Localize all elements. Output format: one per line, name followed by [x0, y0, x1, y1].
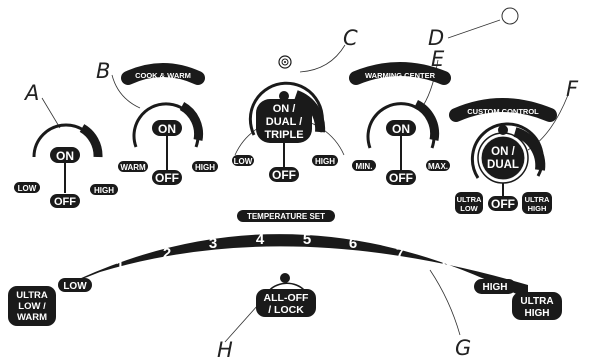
lock-line1: ALL-OFF: [264, 292, 309, 304]
temperature-number-4: 4: [256, 231, 265, 248]
callout-f: F: [566, 77, 579, 101]
knob-f-ultra-low-line1: ULTRA: [457, 195, 482, 204]
ultra-high-button[interactable]: ULTRA HIGH: [512, 292, 562, 320]
knob-e-on-label: ON: [392, 122, 410, 136]
temperature-number-7: 7: [396, 245, 404, 262]
knob-c-off-label: OFF: [272, 168, 296, 182]
callouts: [41, 19, 569, 343]
knob-c-on-line1: ON /: [273, 103, 296, 115]
knob-f-off-label: OFF: [491, 197, 515, 211]
temperature-number-8: 8: [442, 258, 450, 275]
temperature-number-5: 5: [303, 231, 311, 248]
knob-e[interactable]: WARMING CENTER ON OFF MIN. MAX.: [349, 62, 451, 185]
temperature-high-label: HIGH: [483, 282, 508, 293]
knob-f-title: CUSTOM CONTROL: [467, 107, 539, 116]
callout-a: A: [23, 81, 39, 105]
ultra-low-warm-button[interactable]: ULTRA LOW / WARM: [8, 286, 56, 326]
knob-b-on-label: ON: [158, 122, 176, 136]
lock-indicator-light: [280, 273, 290, 283]
lock-line2: / LOCK: [268, 304, 304, 316]
callout-h: H: [217, 338, 233, 362]
knob-e-off-label: OFF: [389, 171, 413, 185]
callout-g: G: [455, 336, 471, 360]
indicator-light-d: [501, 7, 519, 25]
temperature-number-3: 3: [209, 235, 217, 252]
knob-f-ultra-high-line2: HIGH: [528, 204, 547, 213]
knob-f-ultra-low-line2: LOW: [460, 204, 478, 213]
knob-a-wedge: [79, 124, 103, 158]
knob-a-high-label: HIGH: [94, 186, 114, 195]
knob-e-title: WARMING CENTER: [365, 71, 436, 80]
knob-f-on-line2: DUAL: [487, 159, 519, 171]
all-off-lock-button[interactable]: ALL-OFF / LOCK: [256, 273, 316, 317]
temperature-set-title: TEMPERATURE SET: [247, 212, 325, 221]
callout-b: B: [96, 59, 110, 83]
knob-f-ultra-high-line1: ULTRA: [525, 195, 550, 204]
knob-c-on-line2: DUAL /: [266, 116, 302, 128]
knob-c-on-line3: TRIPLE: [264, 129, 303, 141]
temperature-low-label: LOW: [63, 281, 87, 292]
temperature-ramp: [62, 234, 528, 300]
knob-a[interactable]: ON OFF LOW HIGH: [14, 123, 118, 208]
knob-a-on-label: ON: [56, 149, 74, 163]
knob-b-warm-label: WARM: [120, 163, 146, 172]
ultra-high-line1: ULTRA: [520, 296, 553, 307]
temperature-number-2: 2: [163, 245, 171, 262]
ultra-low-warm-line2: LOW /: [18, 301, 46, 312]
knob-b-title: COOK & WARM: [135, 71, 191, 80]
knob-c-high-label: HIGH: [315, 157, 335, 166]
callout-c: C: [343, 26, 358, 50]
knob-e-min-label: MIN.: [356, 162, 373, 171]
knob-a-low-label: LOW: [18, 184, 37, 193]
temperature-number-6: 6: [349, 235, 357, 252]
knob-f-on-line1: ON /: [491, 146, 515, 158]
knob-b-off-label: OFF: [155, 171, 179, 185]
ultra-high-line2: HIGH: [525, 308, 550, 319]
knob-c-low-label: LOW: [234, 157, 253, 166]
temperature-number-1: 1: [116, 258, 124, 275]
ultra-low-warm-line3: WARM: [17, 312, 47, 323]
knob-b[interactable]: COOK & WARM ON OFF WARM HIGH: [118, 63, 218, 185]
knob-b-high-label: HIGH: [195, 163, 215, 172]
callout-e: E: [431, 47, 445, 71]
knob-a-off-label: OFF: [54, 196, 76, 208]
knob-f[interactable]: CUSTOM CONTROL ON / DUAL OFF ULTRA LOW U…: [449, 98, 557, 214]
knob-e-max-label: MAX.: [428, 162, 448, 171]
callout-d: D: [428, 26, 444, 50]
knob-c[interactable]: ON / DUAL / TRIPLE OFF LOW HIGH: [232, 55, 345, 182]
ultra-low-warm-line1: ULTRA: [16, 290, 48, 301]
temperature-set-scale: TEMPERATURE SET LOW 1 2 3 4 5 6 7 8 HIGH: [58, 210, 528, 300]
